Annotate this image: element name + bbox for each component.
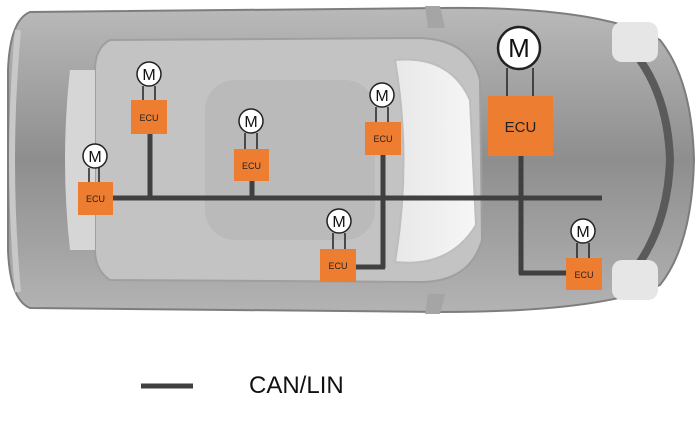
mirror-bottom (425, 294, 445, 314)
legend-label: CAN/LIN (249, 372, 344, 399)
ecu-box (566, 258, 602, 290)
rear-bumper (9, 29, 21, 293)
ecu-group-mid-upper: M ECU (365, 82, 401, 155)
motor-icon (570, 218, 596, 244)
ecu-label: ECU (139, 113, 158, 123)
ecu-box (365, 122, 401, 155)
motor-label: M (508, 33, 530, 63)
ecu-box (131, 100, 167, 134)
ecu-box (488, 96, 553, 156)
ecu-box (320, 249, 356, 282)
headlight-bottom (612, 260, 658, 300)
front-grille (636, 57, 675, 265)
ecu-label: ECU (574, 270, 593, 280)
ecu-group-rear-left: M ECU (78, 143, 113, 215)
ecu-label: ECU (505, 119, 537, 136)
motor-icon (326, 208, 352, 234)
motor-icon (136, 61, 162, 87)
windshield (393, 58, 478, 264)
ecu-group-front-main: M ECU (488, 25, 553, 156)
motor-label: M (576, 224, 589, 241)
motor-label: M (142, 67, 155, 84)
ecu-group-rear-top: M ECU (131, 61, 167, 134)
motor-icon (82, 143, 108, 169)
motor-label: M (244, 114, 257, 131)
ecu-group-front-lower: M ECU (566, 218, 602, 290)
headlight-top (612, 22, 658, 62)
ecu-box (78, 182, 113, 215)
motor-label: M (88, 149, 101, 166)
ecu-box (234, 149, 269, 181)
motor-label: M (375, 88, 388, 105)
motor-icon (496, 25, 542, 71)
ecu-label: ECU (373, 134, 392, 144)
ecu-group-center-seat: M ECU (234, 108, 269, 181)
motor-label: M (332, 214, 345, 231)
ecu-label: ECU (242, 161, 261, 171)
mirror-top (425, 6, 445, 28)
ecu-label: ECU (86, 194, 105, 204)
ecu-group-mid-lower: M ECU (320, 208, 356, 282)
motor-icon (238, 108, 264, 134)
ecu-label: ECU (328, 261, 347, 271)
motor-icon (369, 82, 395, 108)
bus-network (112, 134, 602, 276)
